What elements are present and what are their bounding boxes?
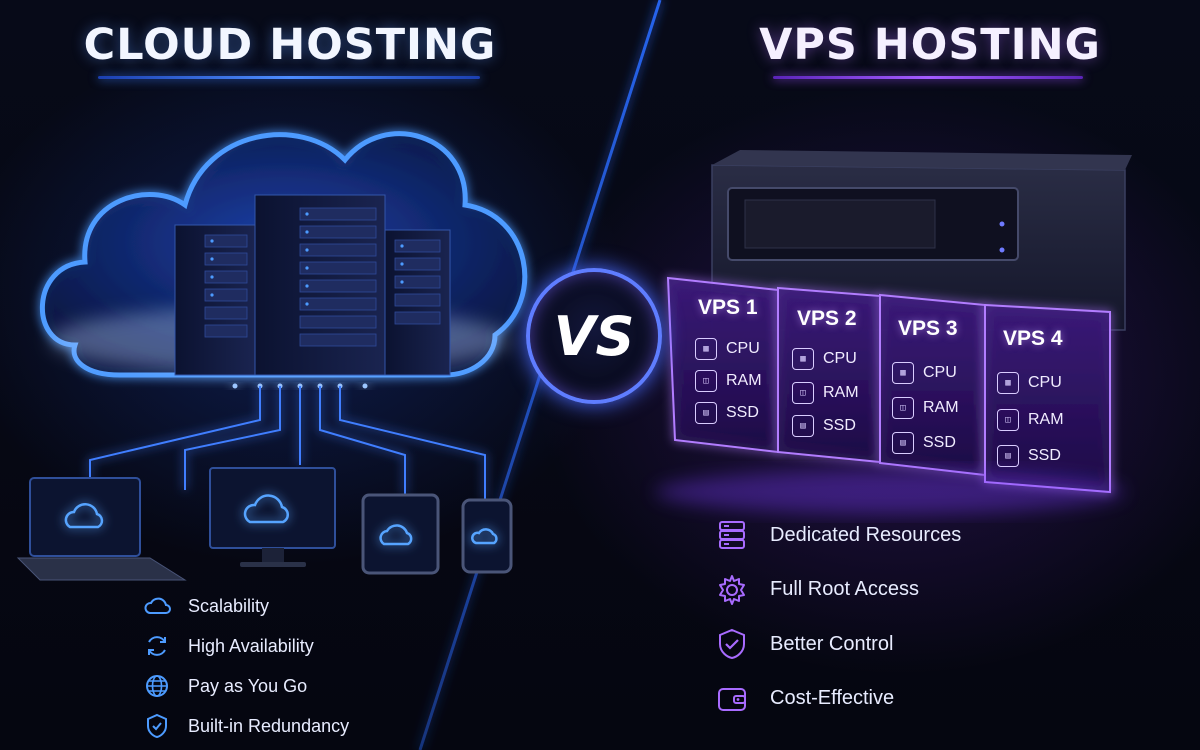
vps-1-ssd: ▤SSD	[695, 402, 759, 424]
cpu-icon: ▦	[892, 362, 914, 384]
cloud-title-underline	[98, 76, 480, 79]
ssd-icon: ▤	[695, 402, 717, 424]
vps-1-ram: ◫RAM	[695, 370, 762, 392]
wallet-icon	[710, 679, 754, 719]
vs-badge: VS	[526, 268, 662, 404]
cpu-icon: ▦	[792, 348, 814, 370]
feature-built-in-redundancy: Built-in Redundancy	[140, 706, 349, 746]
vps-3-label: VPS 3	[898, 317, 958, 340]
cpu-icon: ▦	[695, 338, 717, 360]
ssd-icon: ▤	[997, 445, 1019, 467]
feature-high-availability: High Availability	[140, 626, 349, 666]
feature-full-root-access: Full Root Access	[710, 563, 961, 618]
vps-server-chassis	[711, 150, 1132, 331]
vps-2-ssd: ▤SSD	[792, 415, 856, 437]
shield-check-icon	[140, 711, 174, 741]
feature-scalability: Scalability	[140, 586, 349, 626]
vps-2-label: VPS 2	[797, 307, 857, 330]
vps-4-label: VPS 4	[1003, 327, 1063, 350]
cloud-hosting-title: CLOUD HOSTING	[83, 20, 497, 70]
ssd-icon: ▤	[892, 432, 914, 454]
ram-icon: ◫	[695, 370, 717, 392]
cpu-icon: ▦	[997, 372, 1019, 394]
vps-3-ssd: ▤SSD	[892, 432, 956, 454]
vps-2-ram: ◫RAM	[792, 382, 859, 404]
ssd-icon: ▤	[792, 415, 814, 437]
vps-hosting-title: VPS HOSTING	[759, 20, 1101, 70]
cloud-graphic	[40, 131, 528, 500]
ram-icon: ◫	[892, 397, 914, 419]
vps-2-cpu: ▦CPU	[792, 348, 857, 370]
cloud-feature-list: Scalability High Availability Pay as You…	[140, 586, 349, 746]
globe-icon	[140, 671, 174, 701]
vps-4-ram: ◫RAM	[997, 409, 1064, 431]
vps-1-cpu: ▦CPU	[695, 338, 760, 360]
shield-check-icon	[710, 624, 754, 664]
vps-title-underline	[773, 76, 1083, 79]
ram-icon: ◫	[997, 409, 1019, 431]
vps-1-label: VPS 1	[698, 296, 758, 319]
feature-dedicated-resources: Dedicated Resources	[710, 508, 961, 563]
gear-icon	[710, 570, 754, 610]
vps-3-ram: ◫RAM	[892, 397, 959, 419]
feature-pay-as-you-go: Pay as You Go	[140, 666, 349, 706]
client-devices	[16, 467, 513, 581]
feature-better-control: Better Control	[710, 617, 961, 672]
cloud-icon	[140, 591, 174, 621]
refresh-icon	[140, 631, 174, 661]
vps-4-cpu: ▦CPU	[997, 372, 1062, 394]
vs-label: VS	[553, 304, 635, 368]
vps-4-ssd: ▤SSD	[997, 445, 1061, 467]
feature-cost-effective: Cost-Effective	[710, 672, 961, 727]
vps-feature-list: Dedicated Resources Full Root Access Bet…	[710, 508, 961, 726]
vps-3-cpu: ▦CPU	[892, 362, 957, 384]
ram-icon: ◫	[792, 382, 814, 404]
server-stack-icon	[710, 515, 754, 555]
